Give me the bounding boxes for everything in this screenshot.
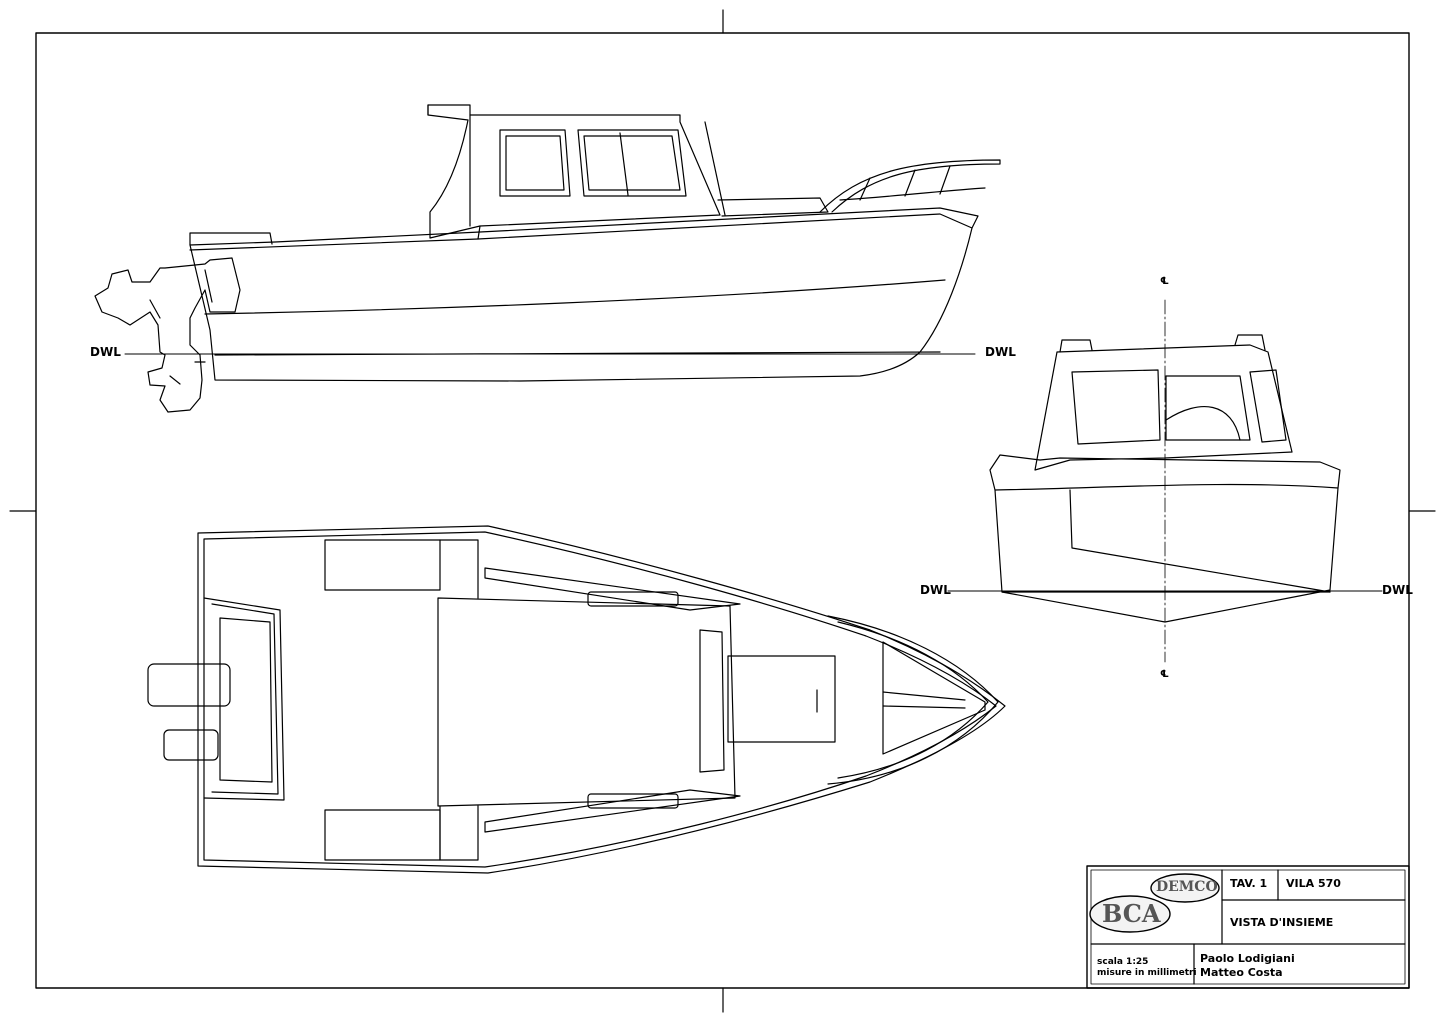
front-dwl-right: DWL bbox=[1382, 583, 1413, 597]
side-window-2 bbox=[577, 129, 687, 197]
scale-note: scala 1:25 bbox=[1097, 957, 1149, 967]
sheet-number: TAV. 1 bbox=[1230, 877, 1268, 890]
logo-demco-text: DEMCO bbox=[1156, 879, 1218, 895]
plan-outboard-top bbox=[147, 663, 231, 707]
front-centerline-bottom-mark: ℄ bbox=[1160, 669, 1169, 680]
front-cabin bbox=[1034, 344, 1293, 471]
plan-view bbox=[147, 525, 1006, 874]
plan-hull-outline bbox=[197, 525, 1006, 874]
model-name: VILA 570 bbox=[1286, 877, 1341, 890]
author-2: Matteo Costa bbox=[1200, 966, 1283, 979]
side-cabin bbox=[427, 104, 721, 239]
front-hull-outline bbox=[989, 454, 1341, 623]
units-note: misure in millimetri bbox=[1097, 968, 1197, 978]
author-1: Paolo Lodigiani bbox=[1200, 952, 1295, 965]
front-view bbox=[947, 299, 1383, 663]
drawing-border bbox=[35, 32, 1410, 989]
side-bow-rail bbox=[819, 159, 1001, 213]
centering-marks bbox=[9, 9, 1436, 1013]
plan-anchor-locker bbox=[882, 641, 986, 755]
side-profile-view bbox=[94, 104, 1001, 413]
title-block bbox=[1086, 865, 1410, 989]
plan-cabin bbox=[437, 597, 736, 807]
plan-fore-hatch bbox=[727, 655, 836, 743]
front-dwl-left: DWL bbox=[920, 583, 951, 597]
side-dwl-left: DWL bbox=[90, 345, 121, 359]
front-centerline-top-mark: ℄ bbox=[1160, 276, 1169, 287]
plan-outboard-bottom bbox=[163, 729, 219, 761]
side-outboard-motor bbox=[94, 257, 241, 413]
side-dwl-right: DWL bbox=[985, 345, 1016, 359]
logo-bca-text: BCA bbox=[1102, 899, 1161, 928]
logo-bca-badge bbox=[1089, 895, 1171, 933]
side-window-1 bbox=[499, 129, 571, 197]
drawing-description: VISTA D'INSIEME bbox=[1230, 916, 1334, 929]
logo-demco-badge bbox=[1150, 873, 1220, 903]
